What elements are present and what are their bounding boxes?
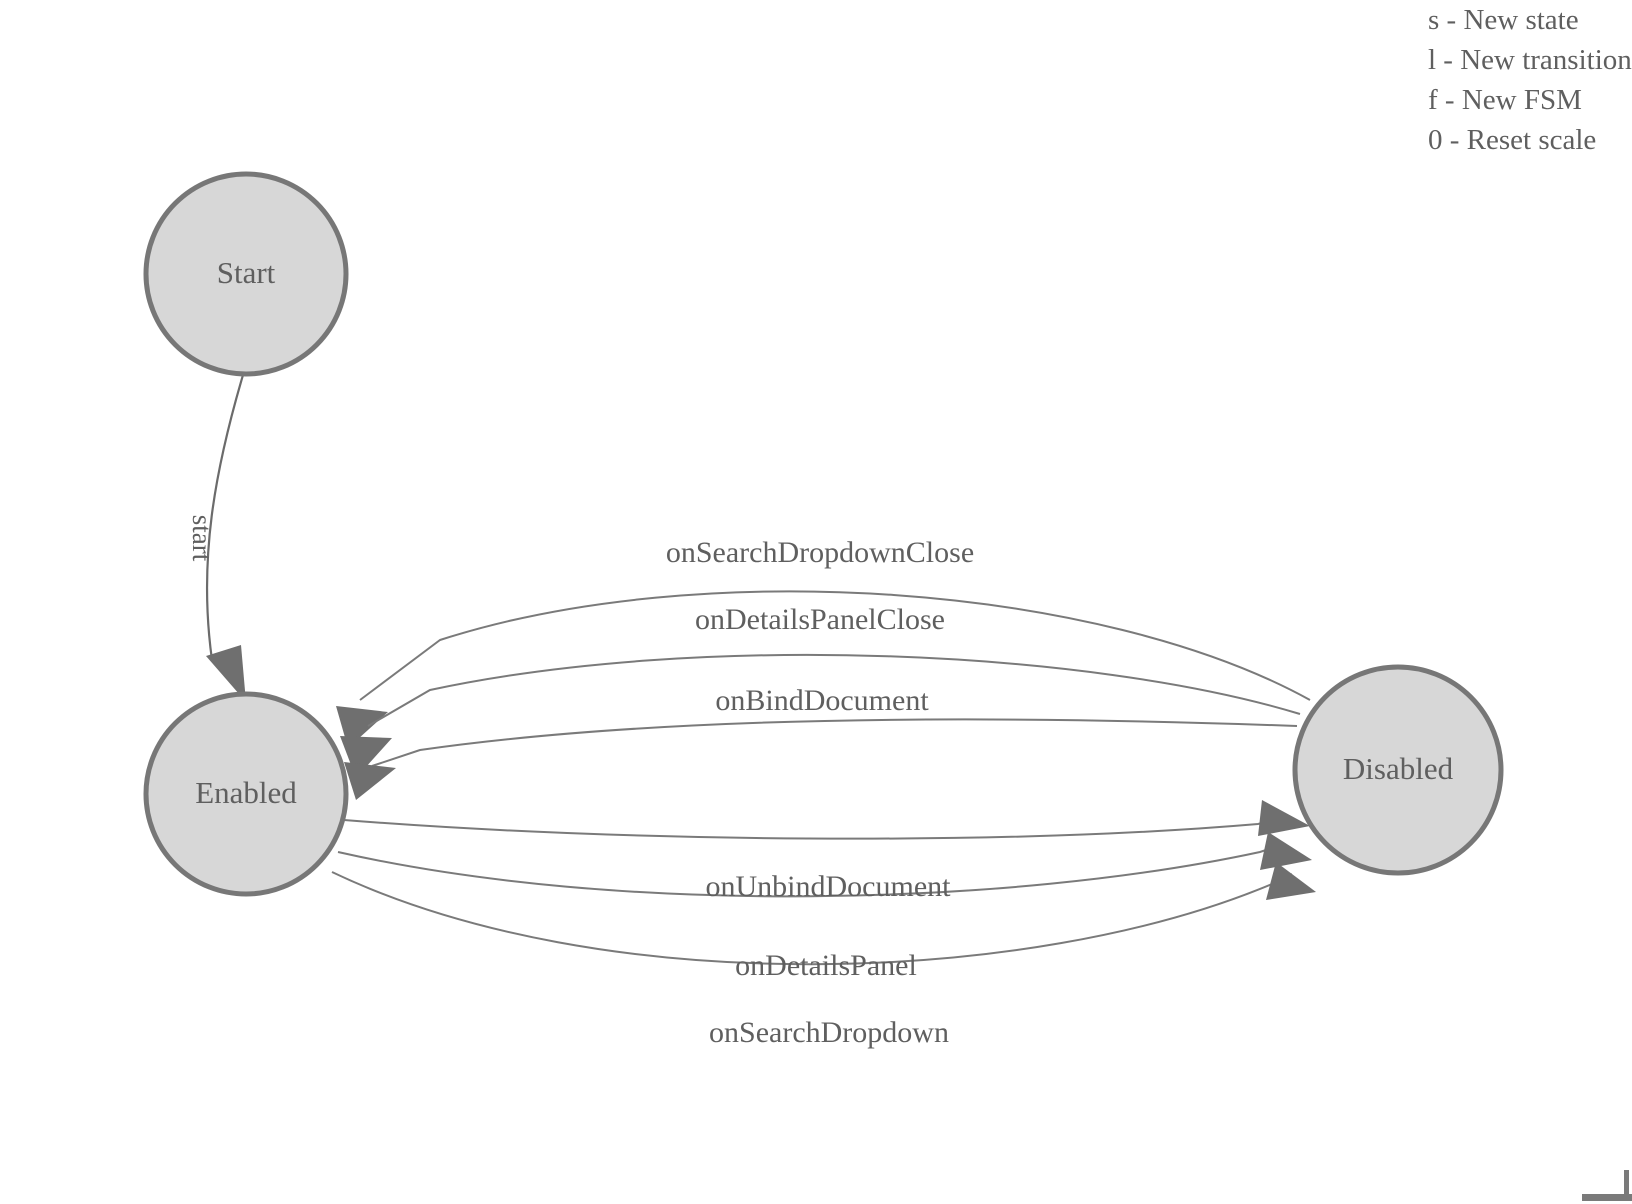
state-label-enabled: Enabled	[195, 775, 297, 810]
legend-line-new-fsm: f - New FSM	[1428, 84, 1582, 116]
edge-path-start-enabled	[205, 374, 245, 661]
arrowhead-onbinddocument	[344, 762, 396, 800]
transition-label-ondetailspanelclose: onDetailsPanelClose	[695, 603, 945, 636]
state-label-disabled: Disabled	[1343, 751, 1454, 786]
transition-label-onunbinddocument: onUnbindDocument	[706, 870, 952, 903]
arrowhead-ondetailspanel	[1260, 832, 1312, 870]
edge-path-onsearchdropdownclose	[359, 590, 1311, 701]
legend-line-new-state: s - New state	[1428, 4, 1579, 36]
transition-enabled-disabled-ondetailspanel[interactable]	[337, 832, 1312, 898]
arrowhead-start-enabled	[206, 645, 246, 702]
arrowhead-onsearchdropdown	[1266, 862, 1316, 900]
legend-line-reset-scale: 0 - Reset scale	[1428, 124, 1597, 156]
scrollbar-corner[interactable]	[1552, 1170, 1632, 1204]
transition-disabled-enabled-onbinddocument[interactable]	[344, 718, 1298, 800]
state-circle-disabled[interactable]	[1292, 664, 1504, 876]
state-node-start[interactable]: Start	[143, 171, 349, 377]
state-circle-start[interactable]	[143, 171, 349, 377]
state-node-disabled[interactable]: Disabled	[1292, 664, 1504, 876]
edge-path-onunbinddocument	[343, 817, 1283, 840]
transition-label-onsearchdropdown: onSearchDropdown	[709, 1016, 949, 1049]
edge-path-onbinddocument	[371, 718, 1298, 767]
transition-enabled-disabled-onsearchdropdown[interactable]	[331, 862, 1316, 966]
transition-start-enabled[interactable]	[205, 374, 246, 702]
vertical-scrollbar-thumb[interactable]	[1624, 1170, 1629, 1196]
transition-label-onbinddocument: onBindDocument	[715, 684, 929, 717]
edge-path-ondetailspanel	[337, 843, 1285, 898]
transition-label-onsearchdropdownclose: onSearchDropdownClose	[666, 536, 974, 569]
horizontal-scrollbar-thumb[interactable]	[1582, 1194, 1632, 1201]
arrowhead-onunbinddocument	[1258, 800, 1310, 836]
shortcut-legend: s - New state l - New transition f - New…	[1428, 0, 1632, 160]
transition-enabled-disabled-onunbinddocument[interactable]	[343, 800, 1310, 840]
state-label-start: Start	[217, 255, 276, 290]
state-node-enabled[interactable]: Enabled	[143, 691, 349, 897]
edge-path-onsearchdropdown	[331, 871, 1293, 966]
transition-label-ondetailspanel: onDetailsPanel	[735, 949, 917, 982]
legend-line-new-transition: l - New transition	[1428, 44, 1632, 76]
transition-label-start: start	[187, 515, 217, 562]
state-circle-enabled[interactable]	[143, 691, 349, 897]
edge-path-ondetailspanelclose	[367, 653, 1301, 727]
